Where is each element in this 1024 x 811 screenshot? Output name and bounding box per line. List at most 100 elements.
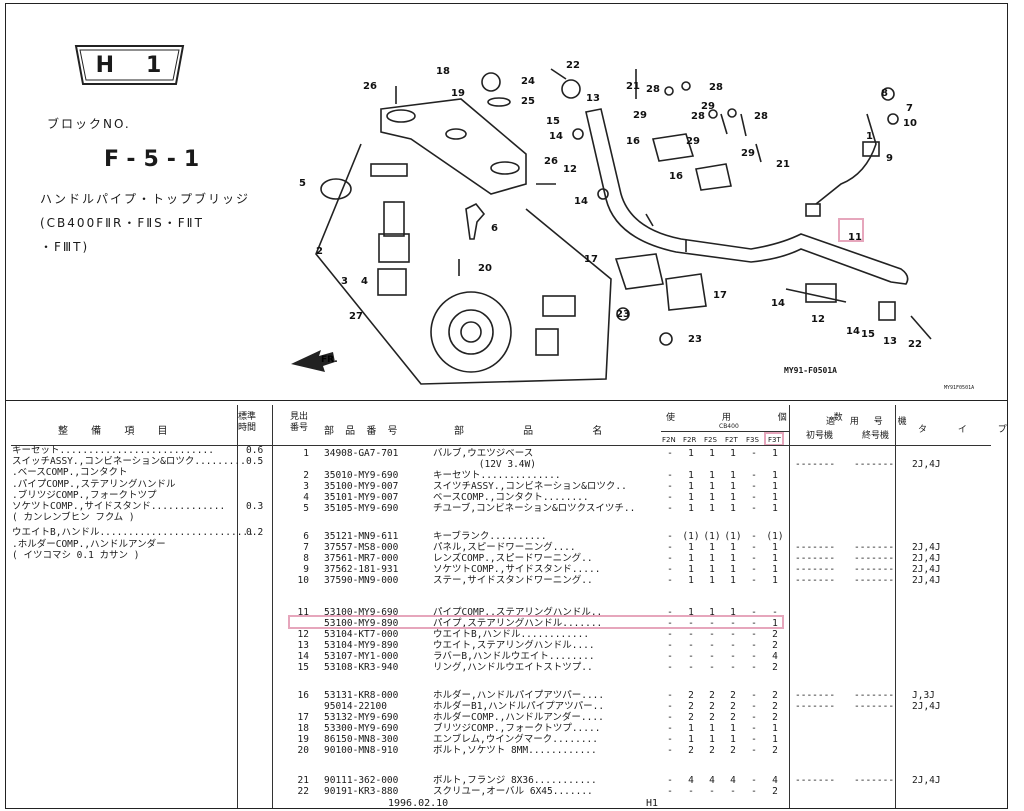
qty-f2r: -	[688, 786, 694, 797]
part-number: 90111-362-000	[324, 775, 399, 786]
work-item: スイッチASSY.,コンビネーション&ロツク.........	[12, 456, 246, 468]
col-divider-3	[789, 405, 790, 808]
work-item: .パイプCOMP.,ステアリングハンドル	[12, 478, 176, 490]
qty-f3t: 1	[772, 492, 778, 503]
qty-f3s: -	[751, 701, 757, 712]
diagram-section: H 1 ブロックNO. F-5-1 ハンドルパイプ・トップブリッジ (CB400…	[6, 4, 1007, 401]
part-number: 86150-MN8-300	[324, 734, 399, 745]
qty-f2r: -	[688, 662, 694, 673]
col-divider-2	[272, 405, 273, 808]
qty-f2t: 2	[730, 712, 736, 723]
ref-number: 7	[303, 542, 309, 553]
qty-f2s: 1	[709, 575, 715, 586]
section-letter: H	[95, 52, 117, 78]
first-serial: -------	[795, 553, 836, 564]
header-work-item: 整 備 項 目	[58, 426, 178, 437]
qty-f3s: -	[751, 492, 757, 503]
qty-f2n: -	[667, 607, 673, 618]
qty-f2s: 1	[709, 481, 715, 492]
callout-3: 3	[341, 276, 348, 287]
first-serial: -------	[795, 459, 836, 470]
part-number: 90100-MN8-910	[324, 745, 399, 756]
callout-29a: 29	[633, 110, 647, 121]
header-f3t-highlight	[764, 432, 784, 446]
header-std-time: 標準時間	[238, 412, 257, 433]
first-serial: -------	[795, 564, 836, 575]
part-number: 53107-MY1-000	[324, 651, 399, 662]
callout-18: 18	[436, 66, 450, 77]
qty-f3t: 2	[772, 629, 778, 640]
part-number: 53300-MY9-690	[324, 723, 399, 734]
qty-f2r: 1	[688, 723, 694, 734]
part-number: 53132-MY9-690	[324, 712, 399, 723]
qty-f2n: -	[667, 618, 673, 629]
work-item: キーセット...........................	[12, 445, 214, 456]
ref-number: 21	[297, 775, 309, 786]
qty-f3t: 1	[772, 734, 778, 745]
part-number: 37562-181-931	[324, 564, 399, 575]
qty-f2n: -	[667, 553, 673, 564]
qty-f2t: (1)	[724, 531, 742, 542]
part-number: 53131-KR8-000	[324, 690, 399, 701]
work-item: .ホルダーCOMP.,ハンドルアンダー	[12, 538, 166, 550]
qty-f2r: (1)	[682, 531, 700, 542]
qty-f2r: 1	[688, 448, 694, 459]
callout-15a: 15	[546, 116, 560, 127]
part-name: ソケツトCOMP.,サイドスタンド.....	[433, 564, 601, 575]
qty-f3t: 1	[772, 470, 778, 481]
part-name: スイツチASSY.,コンビネーション&ロツク..	[433, 481, 627, 492]
header-applicable: 適 用 号 機	[826, 417, 913, 427]
part-number: 35100-MY9-007	[324, 481, 399, 492]
header-col-1: F2R	[683, 436, 697, 444]
qty-f2r: 1	[688, 564, 694, 575]
qty-f2t: -	[730, 651, 736, 662]
qty-f3t: 1	[772, 575, 778, 586]
header-col-3: F2T	[725, 436, 738, 444]
qty-f2t: -	[730, 640, 736, 651]
qty-f2t: 1	[730, 481, 736, 492]
front-arrow-icon	[291, 350, 335, 372]
ref-number: 3	[303, 481, 309, 492]
qty-f2r: 4	[688, 775, 694, 786]
last-serial: -------	[854, 575, 895, 586]
callout-16b: 16	[669, 171, 683, 182]
holder-lower-1	[614, 253, 664, 290]
ref-number: 2	[303, 470, 309, 481]
col-divider-4	[895, 405, 896, 808]
header-first-no: 初号機	[806, 431, 834, 441]
last-serial: -------	[854, 701, 895, 712]
first-serial: -------	[795, 775, 836, 786]
qty-f2n: -	[667, 690, 673, 701]
qty-f2n: -	[667, 734, 673, 745]
part-number: 35010-MY9-690	[324, 470, 399, 481]
callout-11-highlight	[838, 218, 864, 242]
qty-f3s: -	[751, 575, 757, 586]
last-serial: -------	[854, 542, 895, 553]
callout-13: 13	[586, 93, 600, 104]
part-number: 35105-MY9-690	[324, 503, 399, 514]
part-name: エンブレム,ウイングマーク........	[433, 734, 599, 745]
callout-28c: 28	[691, 111, 705, 122]
header-col-4: F3S	[746, 436, 759, 444]
qty-f3t: 1	[772, 481, 778, 492]
qty-f3t: 1	[772, 618, 778, 629]
qty-f2t: 4	[730, 775, 736, 786]
qty-f2n: -	[667, 651, 673, 662]
section-number: 1	[146, 52, 164, 78]
callout-8: 8	[881, 88, 888, 99]
qty-f2s: 2	[709, 745, 715, 756]
part-name: キーブランク..........	[433, 531, 547, 542]
ref-number: 16	[297, 690, 309, 701]
type-code: 2J,4J	[912, 459, 941, 470]
figure-code-small: MY91F0501A	[944, 385, 975, 391]
work-item: .ベースCOMP.,コンタクト	[12, 467, 128, 479]
holder-lower-2	[665, 273, 707, 311]
part-name: スクリユー,オーバル 6X45.......	[433, 786, 593, 797]
